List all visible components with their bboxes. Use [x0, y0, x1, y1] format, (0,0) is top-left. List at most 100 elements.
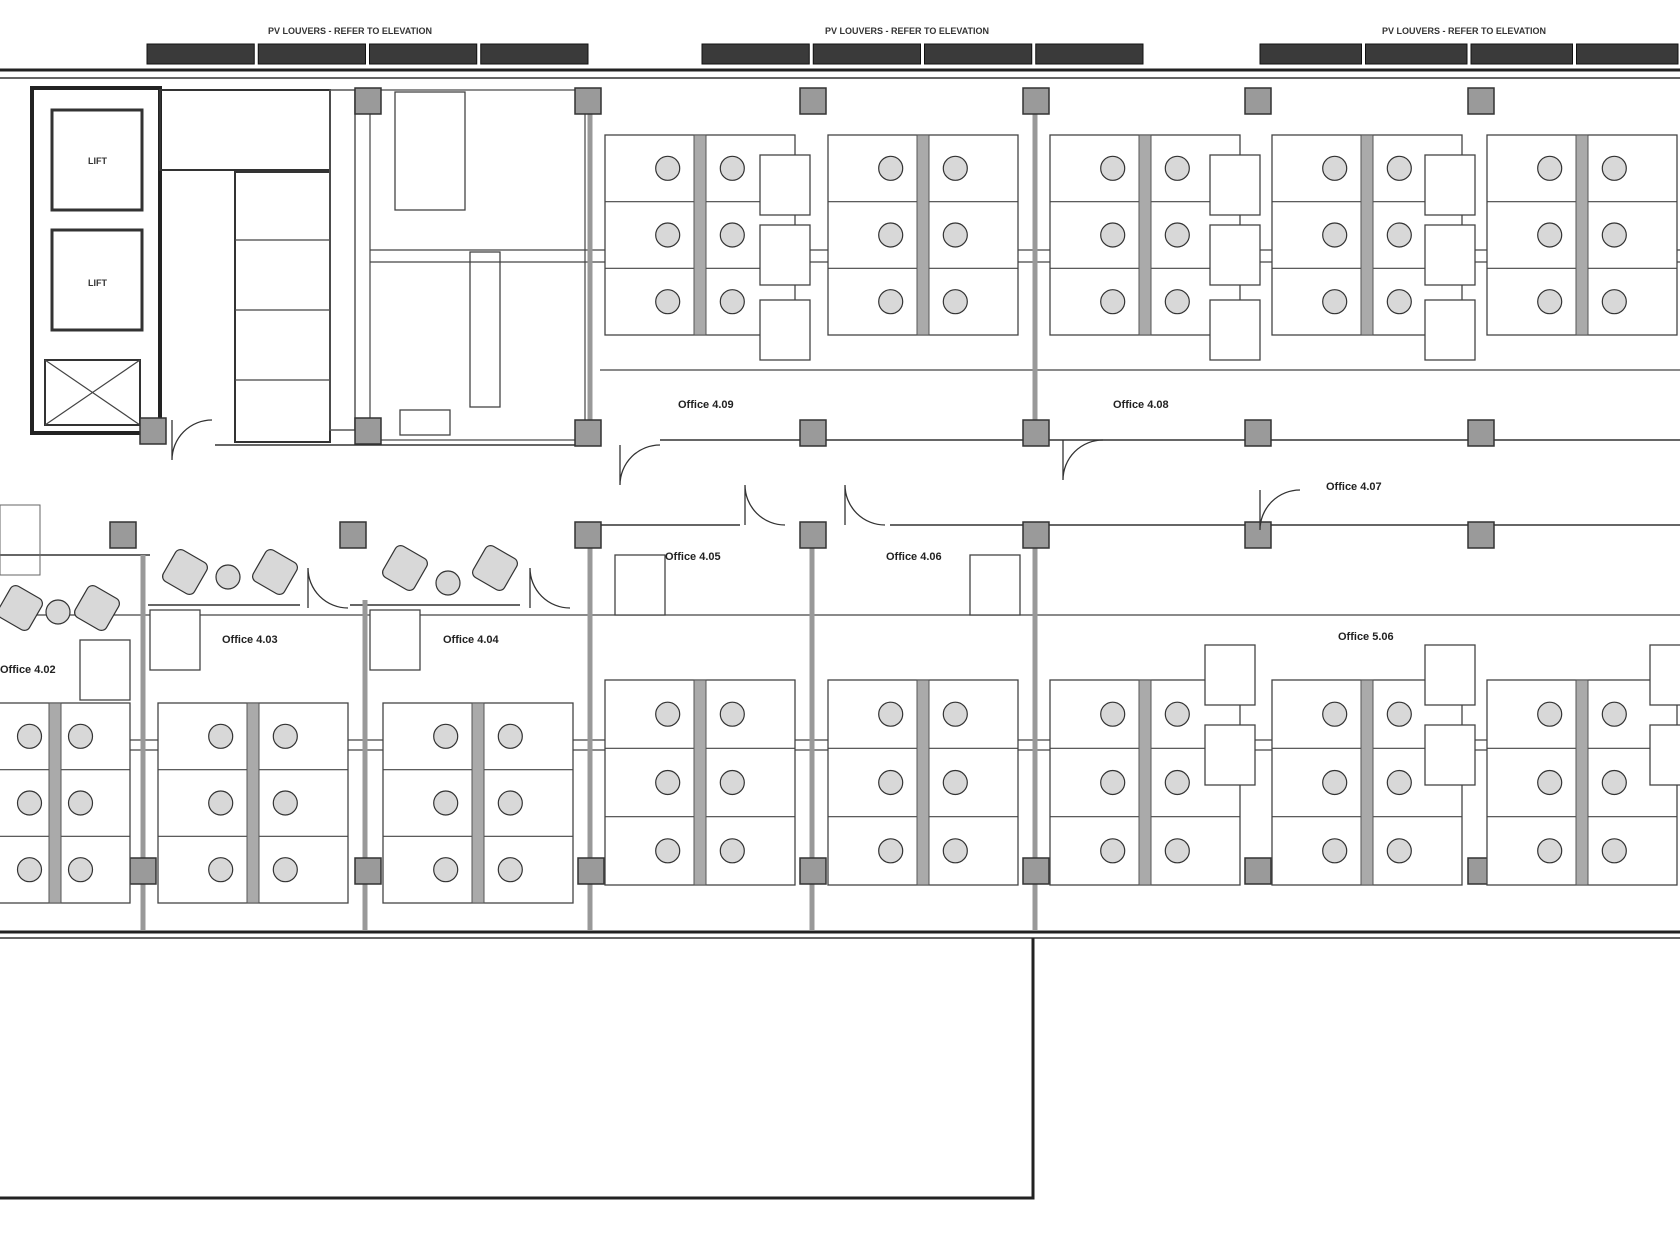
chair — [655, 289, 681, 315]
chair — [497, 723, 523, 749]
column — [1022, 419, 1050, 447]
chair — [1537, 222, 1563, 248]
chair — [67, 790, 94, 816]
chair — [719, 769, 745, 796]
louver-panel — [1035, 43, 1144, 65]
storage-unit — [614, 554, 666, 616]
chair — [1601, 222, 1627, 248]
storage-unit — [759, 154, 811, 216]
chair — [1164, 838, 1190, 864]
door-swing — [744, 484, 786, 526]
column — [799, 521, 827, 549]
chair — [208, 790, 234, 816]
storage-unit — [1209, 299, 1261, 361]
chair — [1537, 155, 1563, 181]
chair — [719, 289, 745, 315]
chair — [1537, 289, 1563, 315]
chair — [1386, 222, 1412, 248]
storage-unit — [79, 639, 131, 701]
desk-spine — [1360, 679, 1374, 886]
chair — [719, 222, 745, 248]
lounge-chair — [252, 549, 298, 595]
chair — [433, 723, 459, 749]
column — [577, 857, 605, 885]
desk-spine — [1575, 679, 1589, 886]
louver-label: PV LOUVERS - REFER TO ELEVATION — [1382, 26, 1546, 36]
column — [1467, 87, 1495, 115]
column — [354, 417, 382, 445]
column — [799, 857, 827, 885]
column — [1244, 87, 1272, 115]
louver-panel — [1576, 43, 1679, 65]
side-table — [215, 564, 241, 590]
chair — [942, 701, 968, 727]
room-label: Office 4.05 — [665, 551, 721, 563]
chair — [942, 769, 968, 796]
door-swing — [1259, 489, 1301, 531]
column — [354, 87, 382, 115]
storage-unit — [1204, 644, 1256, 706]
chair — [942, 155, 968, 181]
door-swing — [619, 444, 661, 486]
storage-unit — [1424, 299, 1476, 361]
chair — [942, 289, 968, 315]
chair — [1537, 769, 1563, 796]
chair — [878, 222, 904, 248]
storage-unit — [1209, 224, 1261, 286]
desk-spine — [1138, 134, 1152, 336]
chair — [497, 857, 523, 883]
chair — [1601, 155, 1627, 181]
chair — [1537, 701, 1563, 727]
chair — [1100, 289, 1126, 315]
room-label: Office 4.03 — [222, 634, 278, 646]
chair — [433, 790, 459, 816]
chair — [942, 222, 968, 248]
column — [354, 857, 382, 885]
storage-unit — [1649, 644, 1680, 706]
column — [139, 417, 167, 445]
storage-unit — [759, 299, 811, 361]
chair — [272, 790, 298, 816]
column — [574, 521, 602, 549]
chair — [1322, 701, 1348, 727]
chair — [1100, 769, 1126, 796]
chair — [1601, 769, 1627, 796]
louver-label: PV LOUVERS - REFER TO ELEVATION — [825, 26, 989, 36]
chair — [942, 838, 968, 864]
chair — [208, 723, 234, 749]
louver-panel — [701, 43, 810, 65]
door-swing — [1062, 439, 1104, 481]
chair — [878, 838, 904, 864]
louver-panel — [369, 43, 478, 65]
chair — [1322, 222, 1348, 248]
lounge-chair — [162, 549, 208, 595]
chair — [16, 723, 43, 749]
column — [1244, 521, 1272, 549]
room-label: Office 4.08 — [1113, 399, 1169, 411]
chair — [1164, 289, 1190, 315]
chair — [1386, 769, 1412, 796]
lounge-chair — [0, 585, 43, 631]
chair — [1164, 701, 1190, 727]
chair — [655, 155, 681, 181]
column — [574, 419, 602, 447]
room-label: Office 4.02 — [0, 664, 56, 676]
louver-panel — [1365, 43, 1468, 65]
chair — [16, 857, 43, 883]
door-swing — [844, 484, 886, 526]
door-swing — [529, 567, 571, 609]
chair — [1322, 289, 1348, 315]
column — [129, 857, 157, 885]
column — [1022, 87, 1050, 115]
outer-walls — [0, 68, 1680, 1200]
column — [1467, 521, 1495, 549]
chair — [719, 701, 745, 727]
side-table — [435, 570, 461, 596]
storage-unit — [369, 609, 421, 671]
storage-unit — [1204, 724, 1256, 786]
louver-panel — [812, 43, 921, 65]
chair — [1386, 155, 1412, 181]
storage-unit — [969, 554, 1021, 616]
chair — [1322, 838, 1348, 864]
